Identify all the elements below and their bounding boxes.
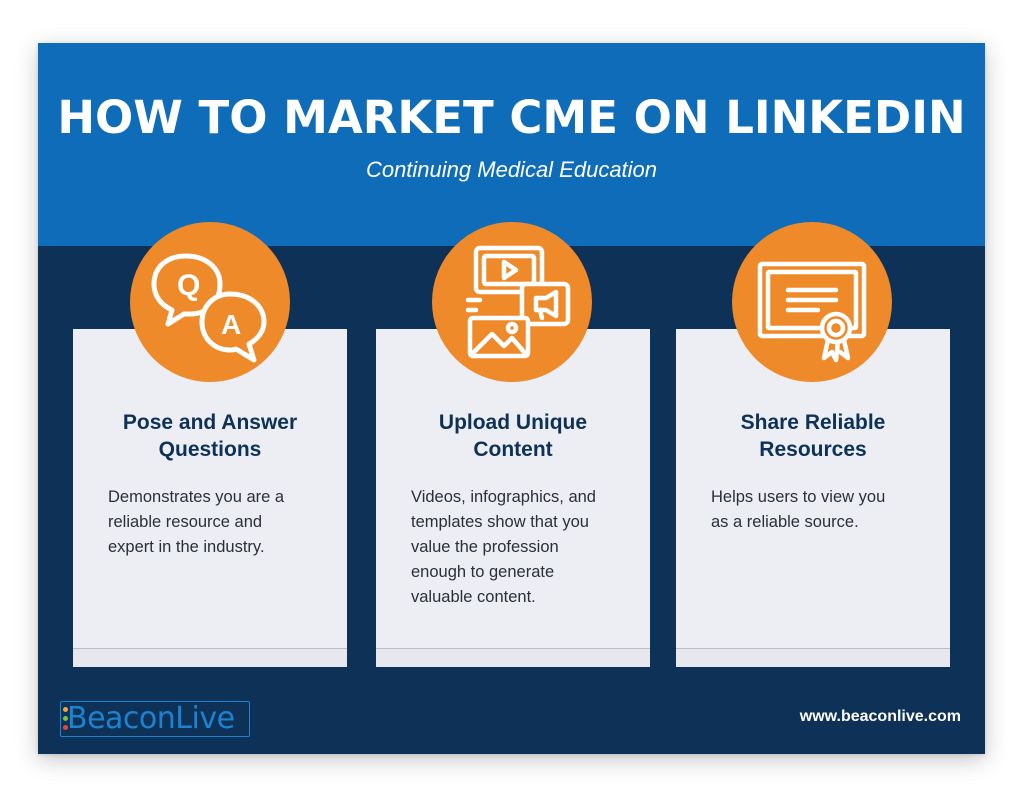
- svg-text:Q: Q: [177, 269, 200, 302]
- card-text-line: templates show that you: [411, 513, 589, 531]
- card-footer-strip: [73, 648, 347, 667]
- infographic: HOW TO MARKET CME ON LINKEDIN Continuing…: [38, 43, 985, 754]
- logo-wordmark: BeaconLive: [67, 701, 235, 736]
- card-text-line: value the profession: [411, 538, 559, 556]
- card-description: Videos, infographics, and templates show…: [411, 485, 628, 610]
- beaconlive-logo[interactable]: BeaconLive: [60, 699, 250, 739]
- card-description: Helps users to view you as a reliable so…: [711, 485, 928, 535]
- card-title-line: Resources: [759, 438, 867, 461]
- certificate-icon: [732, 222, 892, 382]
- card-text-line: valuable content.: [411, 588, 536, 606]
- card-text-line: Videos, infographics, and: [411, 488, 596, 506]
- card-title-line: Pose and Answer: [122, 411, 298, 434]
- card-footer-strip: [376, 648, 650, 667]
- media-content-icon: [432, 222, 592, 382]
- card-text-line: as a reliable source.: [711, 513, 859, 531]
- card-title: Pose and Answer Questions: [83, 409, 337, 463]
- question-answer-icon: Q A: [130, 222, 290, 382]
- logo-frame: [60, 701, 250, 737]
- svg-text:A: A: [221, 309, 241, 340]
- logo-dot: [63, 725, 68, 730]
- page-subtitle: Continuing Medical Education: [365, 157, 658, 182]
- header-band: HOW TO MARKET CME ON LINKEDIN Continuing…: [38, 43, 985, 246]
- card-title-line: Content: [473, 438, 553, 461]
- card-description: Demonstrates you are a reliable resource…: [108, 485, 325, 560]
- card-text-line: expert in the industry.: [108, 538, 265, 556]
- card-text-line: enough to generate: [411, 563, 555, 581]
- tip-card-questions: Pose and Answer Questions Demonstrates y…: [73, 329, 347, 667]
- card-title: Share Reliable Resources: [686, 409, 940, 463]
- card-title-line: Share Reliable: [740, 411, 886, 434]
- card-text-line: reliable resource and: [108, 513, 263, 531]
- card-title-line: Upload Unique: [438, 411, 588, 434]
- card-title: Upload Unique Content: [386, 409, 640, 463]
- website-link[interactable]: www.beaconlive.com: [799, 708, 961, 725]
- logo-dot: [63, 707, 68, 712]
- card-footer-strip: [676, 648, 950, 667]
- tip-card-resources: Share Reliable Resources Helps users to …: [676, 329, 950, 667]
- logo-dot: [63, 716, 68, 721]
- card-title-line: Questions: [158, 438, 262, 461]
- card-text-line: Helps users to view you: [711, 488, 886, 506]
- card-text-line: Demonstrates you are a: [108, 488, 285, 506]
- page-title: HOW TO MARKET CME ON LINKEDIN: [57, 91, 966, 144]
- tip-card-content: Upload Unique Content Videos, infographi…: [376, 329, 650, 667]
